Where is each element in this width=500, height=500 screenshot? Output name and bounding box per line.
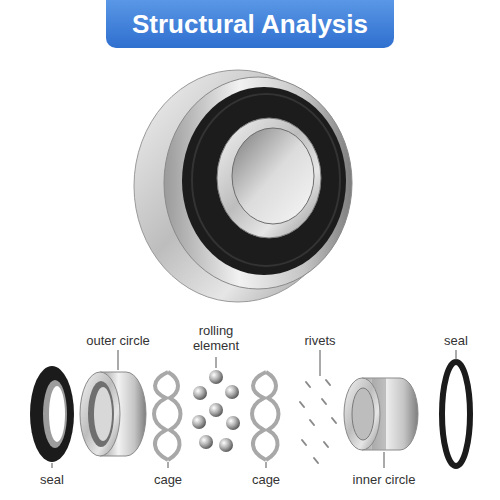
part-label: seal <box>40 472 64 487</box>
flanged-bearing <box>134 70 352 302</box>
rolling-balls <box>192 370 240 452</box>
part-label: rivets <box>304 333 335 348</box>
part-label: cage <box>154 472 182 487</box>
leader-lines <box>52 350 456 468</box>
title-text: Structural Analysis <box>132 9 368 40</box>
title-banner: Structural Analysis <box>106 0 394 48</box>
part-label: outer circle <box>86 333 150 348</box>
part-label: inner circle <box>353 472 416 487</box>
outer-ring-part <box>80 372 146 456</box>
cage-part <box>252 372 279 460</box>
inner-ring-part <box>344 378 418 450</box>
part-label: cage <box>252 472 280 487</box>
seal-part <box>442 362 470 466</box>
rivet-pins <box>300 380 336 463</box>
seal-part <box>30 366 74 462</box>
cage-part <box>154 372 181 460</box>
part-label: rolling element <box>183 323 249 353</box>
part-label: seal <box>444 333 468 348</box>
